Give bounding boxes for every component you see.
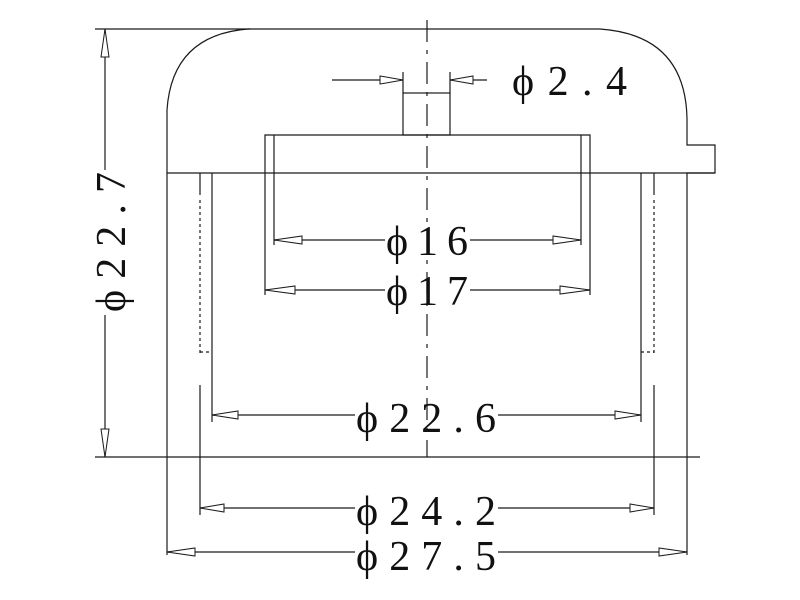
dim-label-17: ϕ17 — [386, 269, 468, 315]
dim-label-22-6: ϕ22.6 — [356, 396, 496, 442]
dim-label-24-2: ϕ24.2 — [356, 489, 496, 535]
part-outline — [166, 28, 716, 555]
arrow-17-left — [264, 285, 296, 295]
arrow-22-6-right — [614, 410, 642, 420]
arrow-pin-left — [379, 75, 404, 85]
arrow-16-right — [552, 235, 582, 245]
arrow-24-2-right — [629, 503, 655, 513]
arrow-pin-right — [449, 75, 474, 85]
dim-label-27-5: ϕ27.5 — [356, 534, 496, 580]
dim-label-height: ϕ22.7 — [89, 172, 135, 312]
arrow-27-5-right — [658, 547, 688, 557]
arrow-height-bottom — [100, 428, 110, 458]
arrow-16-left — [273, 235, 303, 245]
arrow-22-6-left — [211, 410, 239, 420]
arrow-height-top — [100, 28, 110, 58]
dim-label-pin: ϕ2.4 — [512, 59, 627, 105]
arrow-17-right — [559, 285, 591, 295]
dim-label-16: ϕ16 — [386, 219, 468, 265]
arrow-27-5-left — [166, 547, 196, 557]
inner-bore-outline — [264, 134, 591, 295]
arrow-24-2-left — [199, 503, 225, 513]
